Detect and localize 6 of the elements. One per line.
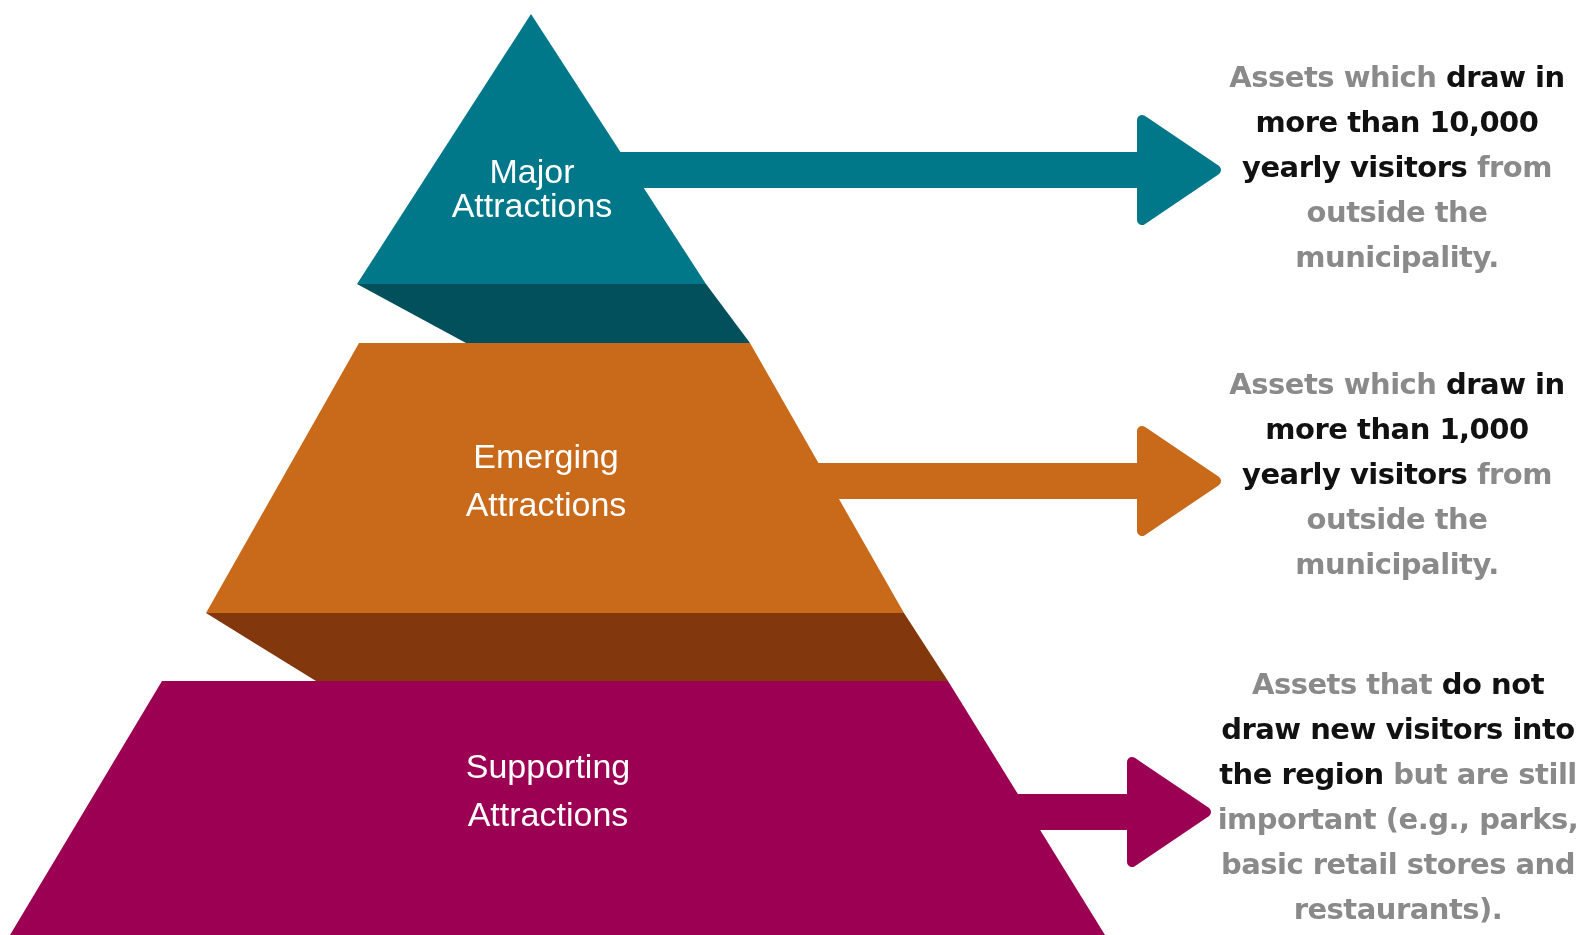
tier-label: Supporting Attractions (464, 746, 632, 835)
description-text: Assets that do not draw new visitors into the region but are still important (e.g., parks, basic retail stores and restaurants). (1216, 666, 1580, 928)
description-text: Assets which draw in more than 10,000 yearly visitors from outside the municipality. (1228, 59, 1566, 276)
tier-label: Major Attractions (450, 154, 614, 222)
tier-label: Emerging Attractions (464, 436, 628, 525)
description-text: Assets which draw in more than 1,000 yearly visitors from outside the municipality. (1228, 366, 1566, 583)
